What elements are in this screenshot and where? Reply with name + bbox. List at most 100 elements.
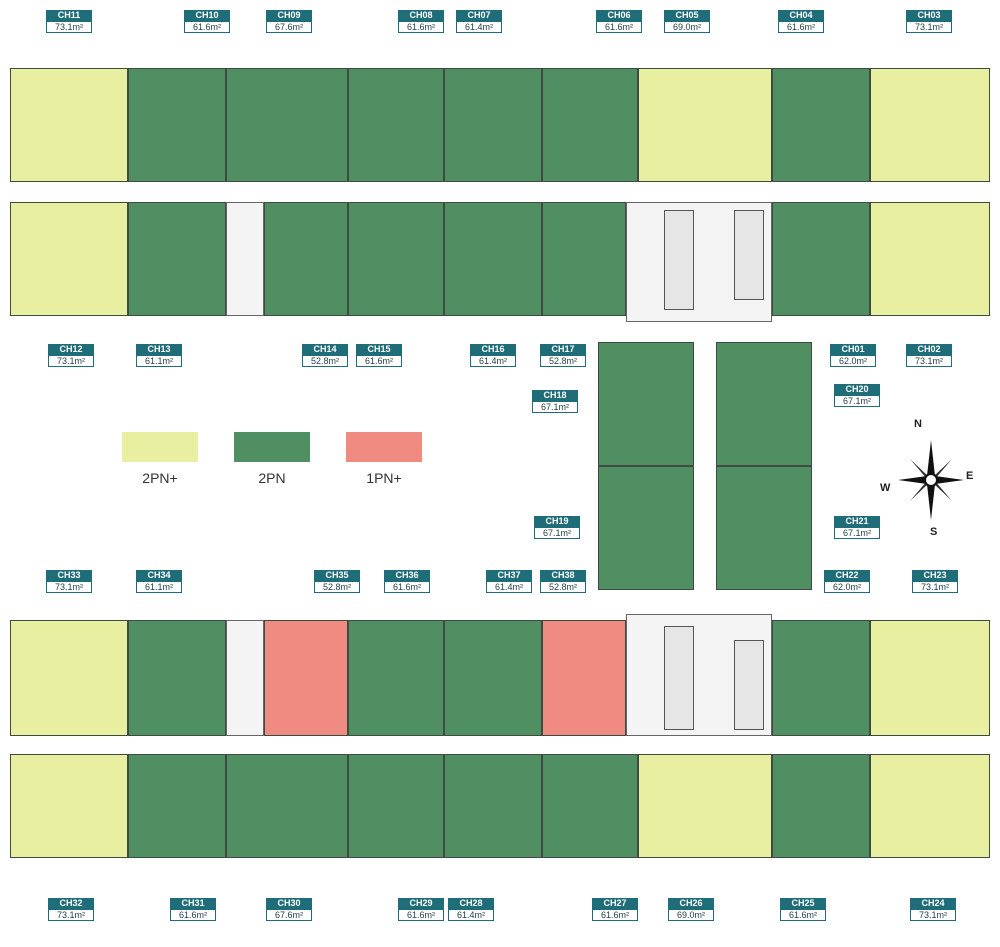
elevator-shaft <box>664 626 694 730</box>
unit-ch24-plan[interactable] <box>870 754 990 858</box>
unit-ch21-plan[interactable] <box>716 466 812 590</box>
unit-area: 61.6m² <box>398 21 444 33</box>
unit-area: 61.6m² <box>384 581 430 593</box>
unit-code: CH14 <box>302 344 348 355</box>
unit-code: CH35 <box>314 570 360 581</box>
stair-core-top-left <box>226 202 264 316</box>
unit-ch04-plan[interactable] <box>772 68 870 182</box>
unit-code: CH21 <box>834 516 880 527</box>
unit-ch27-plan[interactable] <box>542 754 638 858</box>
unit-ch06-plan[interactable] <box>542 68 638 182</box>
unit-code: CH01 <box>830 344 876 355</box>
unit-code: CH24 <box>910 898 956 909</box>
unit-ch25-plan[interactable] <box>772 754 870 858</box>
corridor-bottom <box>10 736 990 754</box>
unit-code: CH12 <box>48 344 94 355</box>
unit-ch05-plan[interactable] <box>638 68 772 182</box>
unit-ch17-plan[interactable] <box>542 202 626 316</box>
unit-ch30-plan[interactable] <box>226 754 348 858</box>
corridor-spine <box>694 322 716 614</box>
unit-ch11-plan[interactable] <box>10 68 128 182</box>
unit-code: CH31 <box>170 898 216 909</box>
legend-swatch-2pn-plus <box>122 432 198 462</box>
unit-ch31-plan[interactable] <box>128 754 226 858</box>
legend-swatch-1pn-plus <box>346 432 422 462</box>
unit-code: CH13 <box>136 344 182 355</box>
unit-ch02-plan[interactable] <box>870 202 990 316</box>
compass-north: N <box>914 418 922 430</box>
elevator-shaft <box>734 210 764 300</box>
unit-ch09-plan[interactable] <box>226 68 348 182</box>
unit-ch26-plan[interactable] <box>638 754 772 858</box>
unit-area: 73.1m² <box>906 21 952 33</box>
unit-code: CH20 <box>834 384 880 395</box>
unit-code: CH11 <box>46 10 92 21</box>
unit-ch16-plan[interactable] <box>444 202 542 316</box>
unit-code: CH38 <box>540 570 586 581</box>
unit-ch33-plan[interactable] <box>10 620 128 736</box>
unit-code: CH05 <box>664 10 710 21</box>
unit-code: CH28 <box>448 898 494 909</box>
unit-code: CH32 <box>48 898 94 909</box>
unit-area: 69.0m² <box>668 909 714 921</box>
unit-ch08-plan[interactable] <box>348 68 444 182</box>
legend-label: 1PN+ <box>366 470 402 486</box>
unit-ch38-plan[interactable] <box>542 620 626 736</box>
unit-ch28-plan[interactable] <box>444 754 542 858</box>
unit-ch13-plan[interactable] <box>128 202 226 316</box>
unit-ch29-plan[interactable] <box>348 754 444 858</box>
unit-ch07-plan[interactable] <box>444 68 542 182</box>
unit-area: 67.6m² <box>266 21 312 33</box>
unit-area: 62.0m² <box>830 355 876 367</box>
unit-ch18-plan[interactable] <box>598 342 694 466</box>
unit-ch01-plan[interactable] <box>772 202 870 316</box>
unit-ch23-plan[interactable] <box>870 620 990 736</box>
unit-ch03-plan[interactable] <box>870 68 990 182</box>
unit-area: 61.1m² <box>136 355 182 367</box>
unit-ch19-plan[interactable] <box>598 466 694 590</box>
unit-area: 61.6m² <box>592 909 638 921</box>
unit-ch15-plan[interactable] <box>348 202 444 316</box>
unit-ch35-plan[interactable] <box>264 620 348 736</box>
unit-area: 62.0m² <box>824 581 870 593</box>
unit-ch10-plan[interactable] <box>128 68 226 182</box>
unit-code: CH08 <box>398 10 444 21</box>
unit-area: 67.6m² <box>266 909 312 921</box>
unit-code: CH36 <box>384 570 430 581</box>
unit-ch14-plan[interactable] <box>264 202 348 316</box>
unit-area: 67.1m² <box>834 395 880 407</box>
unit-ch34-plan[interactable] <box>128 620 226 736</box>
unit-ch36-plan[interactable] <box>348 620 444 736</box>
unit-ch22-plan[interactable] <box>772 620 870 736</box>
unit-ch37-plan[interactable] <box>444 620 542 736</box>
unit-area: 73.1m² <box>46 581 92 593</box>
unit-ch20-plan[interactable] <box>716 342 812 466</box>
unit-area: 61.4m² <box>470 355 516 367</box>
unit-code: CH37 <box>486 570 532 581</box>
compass-west: W <box>880 482 891 494</box>
unit-code: CH25 <box>780 898 826 909</box>
unit-ch12-plan[interactable] <box>10 202 128 316</box>
unit-code: CH09 <box>266 10 312 21</box>
elevator-shaft <box>734 640 764 730</box>
compass-rose-icon: N S E W <box>880 410 980 545</box>
unit-ch32-plan[interactable] <box>10 754 128 858</box>
corridor-top <box>10 182 990 202</box>
